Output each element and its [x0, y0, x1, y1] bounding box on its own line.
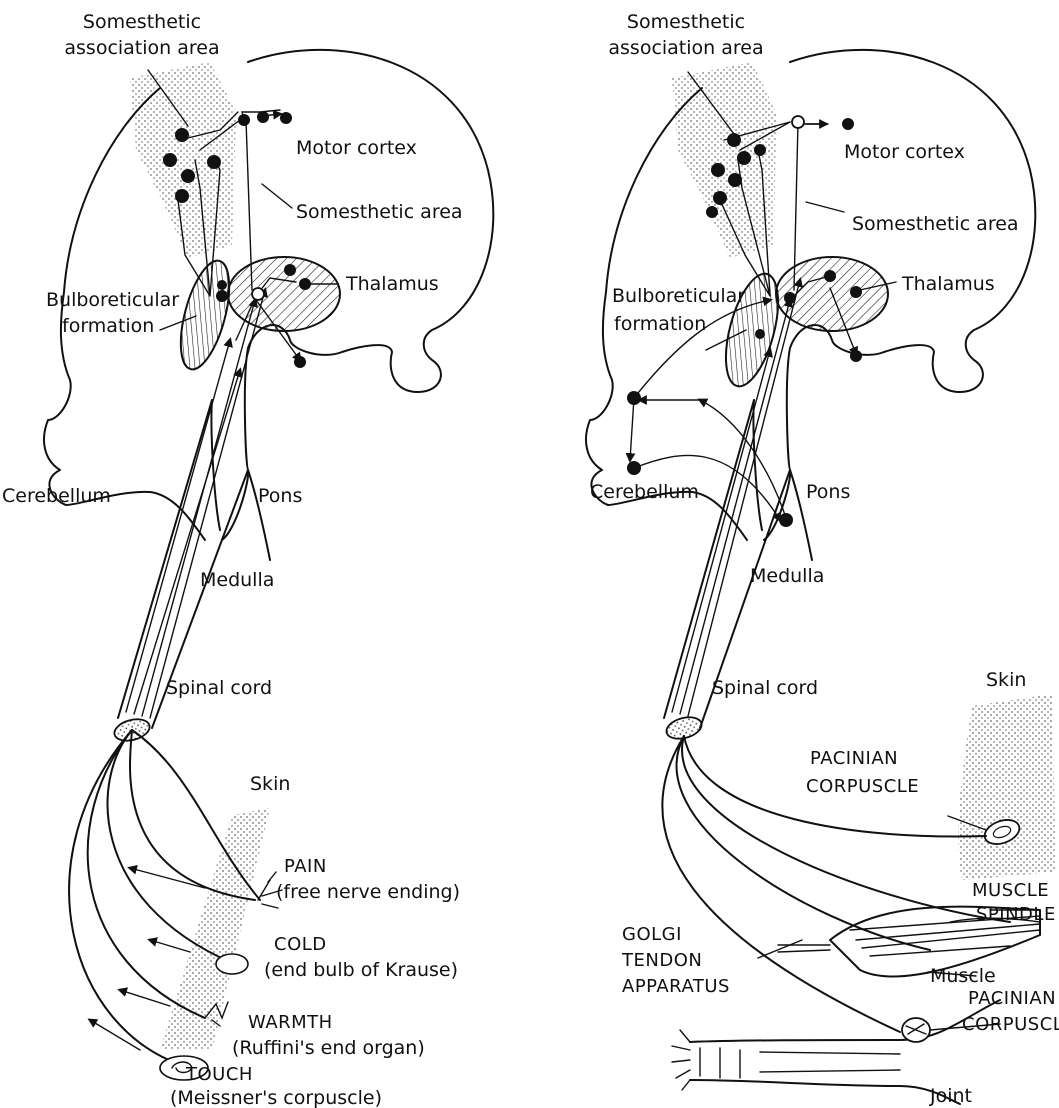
left-association-label-1: Somesthetic	[83, 11, 201, 33]
left-somesthetic-area-label: Somesthetic area	[296, 201, 463, 223]
right-pons-label: Pons	[806, 481, 850, 503]
right-golgi-label-3: APPARATUS	[622, 976, 730, 997]
left-neuron-7	[257, 111, 269, 123]
left-touch-sublabel: (Meissner's corpuscle)	[170, 1087, 382, 1108]
left-neuron-5	[175, 189, 189, 203]
right-forearm-bones	[760, 1052, 900, 1072]
right-leader-somesthetic	[806, 202, 844, 212]
left-touch-label: TOUCH	[185, 1064, 253, 1085]
right-thalamus-label: Thalamus	[901, 273, 995, 295]
right-neuron-7	[706, 206, 718, 218]
right-neuron-9	[842, 118, 854, 130]
right-pacinian-top-label-1: PACINIAN	[810, 748, 898, 769]
left-neuron-4	[181, 169, 195, 183]
right-cerebellum-label: Cerebellum	[590, 481, 699, 503]
left-neuron-1	[175, 128, 189, 142]
right-neuron-4	[754, 144, 766, 156]
left-warmth-label: WARMTH	[248, 1012, 333, 1033]
left-pons-outline	[248, 470, 270, 560]
left-neuron-bulbo-2	[217, 280, 227, 290]
left-bulboreticular-formation	[171, 256, 239, 375]
right-golgi-label-1: GOLGI	[622, 924, 682, 945]
left-leader-somesthetic	[262, 184, 292, 208]
right-neuron-1	[727, 133, 741, 147]
right-muscle-label: Muscle	[930, 965, 996, 987]
right-neuron-6	[713, 191, 727, 205]
right-association-label-1: Somesthetic	[627, 11, 745, 33]
left-association-label-2: association area	[64, 37, 219, 59]
left-spinal-cord-label: Spinal cord	[166, 677, 272, 699]
left-cerebellum-label: Cerebellum	[2, 485, 111, 507]
left-pons-label: Pons	[258, 485, 302, 507]
left-neuron-2	[163, 153, 177, 167]
right-panel: Somesthetic association area Motor corte…	[586, 11, 1059, 1107]
right-neuron-thal-2	[850, 286, 862, 298]
right-muscle-spindle-label-2: SPINDLE	[976, 904, 1056, 925]
right-neuron-8	[792, 116, 804, 128]
right-spinal-cord-label: Spinal cord	[712, 677, 818, 699]
left-pain-label: PAIN	[284, 856, 327, 877]
left-cold-label: COLD	[274, 934, 327, 955]
right-pacinian-top-label-2: CORPUSCLE	[806, 776, 919, 797]
left-neuron-6	[238, 114, 250, 126]
right-skin-label: Skin	[986, 669, 1026, 691]
left-neuron-bulbo	[216, 290, 228, 302]
left-bulboreticular-label-1: Bulboreticular	[46, 289, 179, 311]
right-bulboreticular-label-1: Bulboreticular	[612, 285, 745, 307]
left-thalamus-label: Thalamus	[345, 273, 439, 295]
right-neuron-cerebellum-1	[627, 391, 641, 405]
right-pacinian-bottom-label-2: CORPUSCLE	[962, 1014, 1059, 1035]
right-neuron-thal-3	[850, 350, 862, 362]
right-neuron-thal-1	[824, 270, 836, 282]
right-golgi-label-2: TENDON	[621, 950, 702, 971]
right-pacinian-bottom-label-1: PACINIAN	[968, 988, 1056, 1009]
right-association-label-2: association area	[608, 37, 763, 59]
right-neuron-pons	[779, 513, 793, 527]
right-leader-golgi	[758, 940, 802, 958]
right-neuron-5	[728, 173, 742, 187]
left-bulboreticular-label-2: formation	[62, 315, 154, 337]
right-somesthetic-area-label: Somesthetic area	[852, 213, 1019, 235]
left-warmth-sublabel: (Ruffini's end organ)	[232, 1037, 425, 1059]
right-bulboreticular-label-2: formation	[614, 313, 706, 335]
right-neuron-3	[737, 151, 751, 165]
right-neuron-bulbo-2	[755, 329, 765, 339]
left-neuron-thal-1	[284, 264, 296, 276]
left-neuron-thal-4	[294, 356, 306, 368]
right-muscle-spindle-label-1: MUSCLE	[972, 880, 1049, 901]
left-neuron-3	[207, 155, 221, 169]
right-neuron-cerebellum-2	[627, 461, 641, 475]
left-pain-sublabel: (free nerve ending)	[276, 881, 460, 903]
left-neuron-thal-2	[299, 278, 311, 290]
left-skin-label: Skin	[250, 773, 290, 795]
right-neuron-bulbo	[784, 292, 796, 304]
right-joint-label: Joint	[929, 1085, 972, 1107]
right-medulla-label: Medulla	[750, 565, 824, 587]
left-medulla-label: Medulla	[200, 569, 274, 591]
right-skin-patch	[958, 694, 1056, 880]
left-motor-cortex-label: Motor cortex	[296, 137, 417, 159]
right-neuron-2	[711, 163, 725, 177]
left-neuron-thal-3	[252, 288, 264, 300]
left-neuron-8	[280, 112, 292, 124]
left-cold-receptor	[216, 954, 248, 974]
left-panel: Somesthetic association area Motor corte…	[2, 11, 493, 1108]
left-cold-sublabel: (end bulb of Krause)	[264, 959, 458, 981]
right-motor-cortex-label: Motor cortex	[844, 141, 965, 163]
